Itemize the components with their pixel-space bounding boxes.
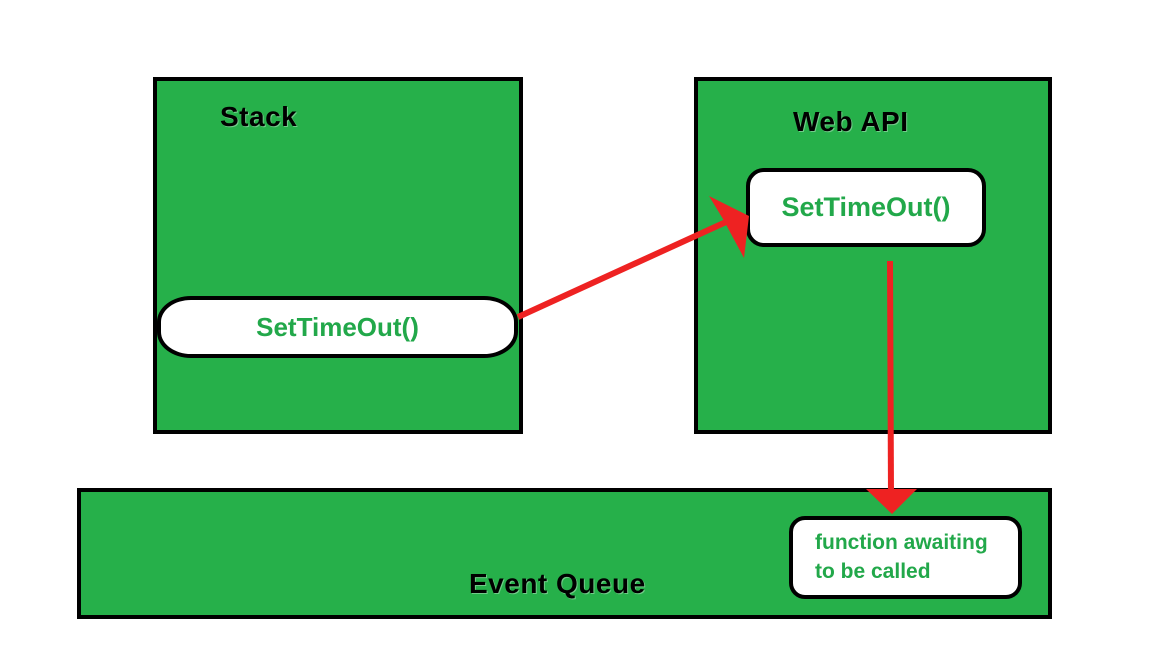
stack-panel: Stack — [153, 77, 523, 434]
stack-settimeout-label: SetTimeOut() — [256, 311, 419, 342]
event-queue-panel-title: Event Queue — [469, 568, 646, 599]
event-queue-callout-line1: function awaiting — [815, 531, 988, 555]
webapi-settimeout-label: SetTimeOut() — [781, 192, 951, 222]
webapi-panel: Web API — [694, 77, 1052, 434]
stack-panel-title: Stack — [220, 101, 298, 132]
webapi-settimeout-callout: SetTimeOut() — [746, 168, 986, 247]
event-queue-callout-line2: to be called — [815, 559, 931, 583]
stack-settimeout-callout: SetTimeOut() — [157, 296, 518, 358]
event-queue-function-callout: function awaiting to be called — [789, 516, 1022, 599]
webapi-panel-title: Web API — [793, 106, 909, 137]
